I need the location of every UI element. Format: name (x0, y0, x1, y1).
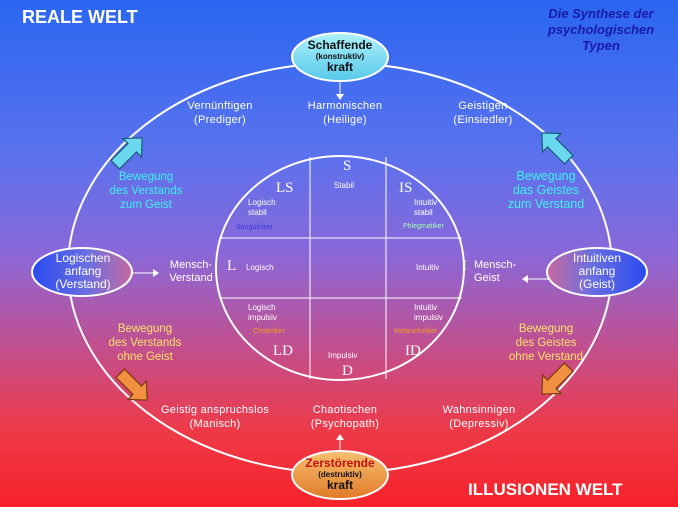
type-wahnsinnigen: Wahnsinnigen(Depressiv) (442, 404, 516, 430)
top-oval (291, 32, 389, 82)
letter-I: I (462, 258, 467, 274)
arrow-upper-left (110, 137, 143, 170)
left-oval (31, 247, 133, 297)
label-mensch-geist: Mensch-Geist (474, 259, 517, 284)
bottom-oval-label: Zerstörende (destruktiv) kraft (305, 456, 375, 492)
arrow-upper-right (541, 132, 574, 165)
letter-L: L (227, 258, 237, 274)
type-harmonischen: Harmonischen(Heilige) (307, 100, 383, 126)
top-oval-label: Schaffende (konstruktiv) kraft (307, 38, 373, 74)
label-intuitiv: Intuitiv (416, 263, 440, 272)
label-logisch: Logisch (246, 263, 274, 272)
right-oval (546, 247, 648, 297)
letter-IS: IS (399, 180, 413, 196)
type-vernuenftigen: Vernünftigen(Prediger) (187, 100, 253, 126)
letter-S: S (343, 158, 352, 174)
type-choleriker: Choleriker (253, 328, 285, 335)
type-sanguiniker: Sanguiniker (236, 224, 273, 231)
arrow-head (153, 269, 159, 277)
arrow-lower-left (115, 368, 148, 401)
arrow-head (522, 275, 528, 283)
inner-ellipse (215, 155, 465, 381)
label-stabil: Stabil (334, 181, 355, 190)
bottom-oval (291, 450, 389, 500)
arrow-lower-right (541, 362, 574, 395)
corner-label-reale-welt: REALE WELT (22, 7, 138, 27)
type-chaotischen: Chaotischen(Psychopath) (310, 404, 380, 430)
label-impulsiv: Impulsiv (328, 351, 358, 360)
type-geistigen: Geistigen(Einsiedler) (453, 100, 513, 126)
type-phlegmatiker: Phlegmatiker (403, 223, 444, 230)
corner-label-illusionen-welt: ILLUSIONEN WELT (468, 480, 623, 499)
letter-LS: LS (276, 180, 294, 196)
letter-LD: LD (273, 343, 293, 359)
type-geistig-anspruchslos: Geistig anspruchslos(Manisch) (160, 404, 270, 430)
arrow-head (336, 434, 344, 440)
label-mensch-verstand: Mensch-Verstand (169, 259, 213, 284)
letter-ID: ID (405, 343, 421, 359)
type-melancholiker: Melancholiker (394, 328, 438, 335)
arrow-head (336, 94, 344, 100)
letter-D: D (342, 363, 353, 379)
